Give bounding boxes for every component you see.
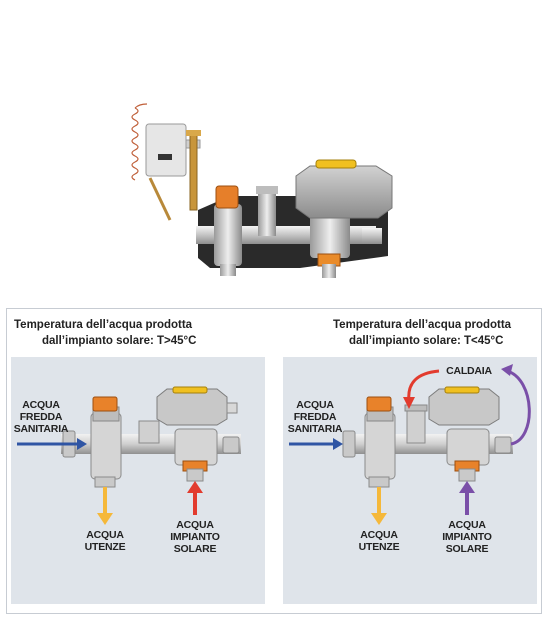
right-heading: Temperatura dell’acqua prodotta dall’imp…: [333, 317, 511, 349]
thermostat-box: [145, 123, 187, 177]
right-solar-arrowhead: [459, 481, 475, 493]
label-line: UTENZE: [84, 541, 126, 553]
label-line: ACQUA: [296, 399, 334, 411]
label-line: UTENZE: [358, 541, 400, 553]
left-heading-line1: Temperatura dell’acqua prodotta: [14, 319, 193, 331]
left-solar-arrowhead: [187, 481, 203, 493]
label-line: IMPIANTO: [442, 531, 492, 543]
right-user-water-label: ACQUA UTENZE: [351, 529, 407, 553]
label-line: ACQUA: [22, 399, 60, 411]
left-cold-water-label: ACQUA FREDDA SANITARIA: [9, 399, 73, 435]
right-cold-water-label: ACQUA FREDDA SANITARIA: [283, 399, 347, 435]
left-user-water-label: ACQUA UTENZE: [77, 529, 133, 553]
product-illustration: [131, 103, 393, 278]
zone-valve-actuator: [295, 165, 393, 219]
left-heading: Temperatura dell’acqua prodotta dall’imp…: [14, 317, 196, 349]
right-cold-arrowhead: [333, 438, 343, 450]
left-valve-assembly: [17, 364, 531, 525]
right-heading-line2: dall’impianto solare: T<45°C: [349, 335, 504, 347]
left-mixed-arrowhead: [97, 513, 113, 525]
label-line: CALDAIA: [446, 365, 492, 377]
right-heading-line1: Temperatura dell’acqua prodotta: [333, 319, 512, 331]
label-line: SANITARIA: [13, 423, 69, 435]
label-line: ACQUA: [86, 529, 124, 541]
boiler-label: CALDAIA: [439, 365, 499, 377]
label-line: SANITARIA: [287, 423, 343, 435]
boiler-return-arrow: [506, 369, 531, 446]
label-line: FREDDA: [293, 411, 337, 423]
boiler-return-arrowhead: [501, 364, 513, 376]
mixing-valve: [214, 204, 242, 266]
label-line: IMPIANTO: [170, 531, 220, 543]
operation-panel: Temperatura dell’acqua prodotta dall’imp…: [6, 308, 542, 614]
left-heading-line2: dall’impianto solare: T>45°C: [42, 335, 197, 347]
left-solar-water-label: ACQUA IMPIANTO SOLARE: [163, 519, 227, 555]
label-line: SOLARE: [173, 543, 217, 555]
boiler-supply-arrow: [407, 369, 440, 402]
label-line: SOLARE: [445, 543, 489, 555]
label-line: FREDDA: [19, 411, 63, 423]
label-line: ACQUA: [176, 519, 214, 531]
label-line: ACQUA: [448, 519, 486, 531]
label-line: ACQUA: [360, 529, 398, 541]
right-solar-water-label: ACQUA IMPIANTO SOLARE: [435, 519, 499, 555]
thermostat-coil: [131, 103, 148, 181]
left-cold-arrowhead: [77, 438, 87, 450]
boiler-supply-arrowhead: [403, 397, 415, 409]
right-mixed-arrowhead: [371, 513, 387, 525]
thermostat-probe: [189, 131, 198, 211]
